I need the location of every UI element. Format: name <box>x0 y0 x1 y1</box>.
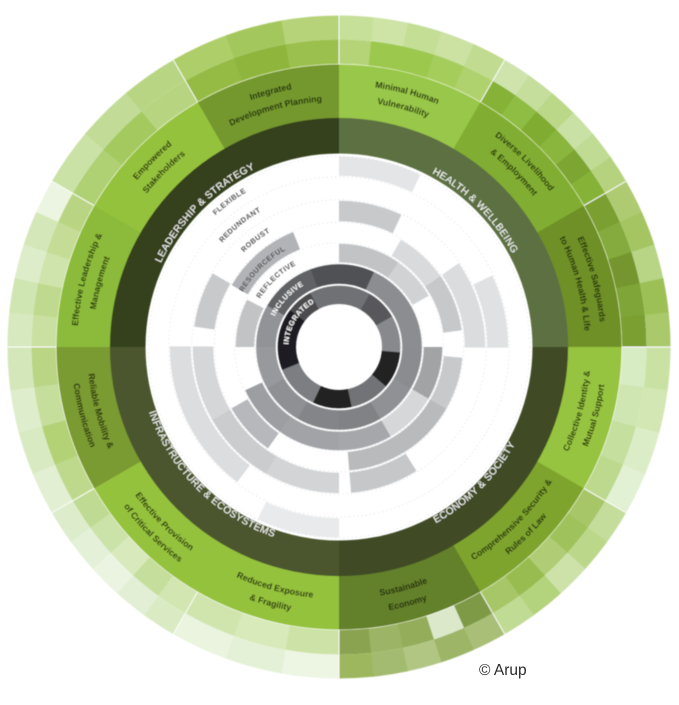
svg-text:© Arup: © Arup <box>479 662 527 679</box>
